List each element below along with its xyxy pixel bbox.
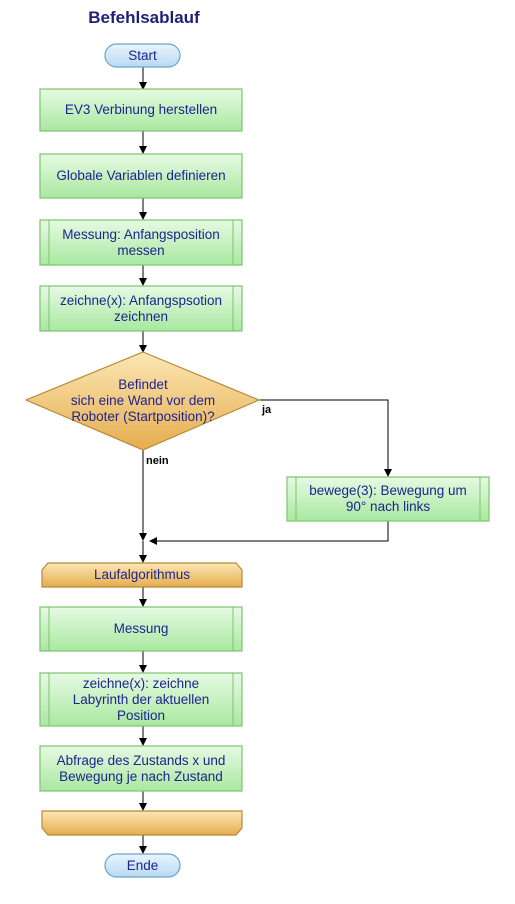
define-globals-label: Globale Variablen definieren [56, 168, 226, 183]
subprocess-draw-maze [39, 672, 243, 727]
subprocess-measure [39, 606, 243, 652]
process-define-globals [39, 153, 243, 199]
draw-start-label: zeichne(x): Anfangspsotion zeichnen [59, 292, 223, 324]
diagram-title: Befehlsablauf [88, 8, 200, 27]
process-ev3-connect [39, 88, 243, 132]
turn-left-label: bewege(3): Bewegung um 90° nach links [309, 483, 467, 514]
no-label: nein [146, 455, 169, 467]
draw-maze-label: zeichne(x): zeichne Labyrinth der aktuel… [72, 675, 210, 723]
edge-turn-merge [149, 521, 389, 545]
process-query-state [39, 745, 243, 792]
end-terminal [104, 853, 181, 878]
decision-label: Befindet sich eine Wand vor dem Roboter … [70, 377, 216, 424]
measure-start-label: Messung: Anfangsposition messen [62, 226, 220, 258]
loop-start-label: Laufalgorithmus [93, 567, 191, 582]
ev3-connect-label: EV3 Verbinung herstellen [64, 102, 218, 117]
start-label: Start [128, 47, 157, 63]
decision-wall-ahead [24, 351, 261, 451]
connectors [139, 67, 392, 854]
query-state-label: Abfrage des Zustands x und Bewegung je n… [56, 752, 226, 784]
end-label: Ende [126, 857, 159, 873]
subprocess-measure-start [39, 219, 243, 266]
edge-decision-yes [259, 399, 392, 477]
subprocess-draw-start [39, 285, 243, 332]
loop-start-laufalgorithmus [41, 562, 243, 588]
measure-label: Messung [113, 621, 169, 636]
yes-label: ja [262, 404, 272, 416]
subprocess-turn-left [286, 476, 490, 522]
start-terminal [104, 43, 181, 68]
loop-end-label [42, 811, 242, 835]
loop-end [41, 810, 243, 836]
